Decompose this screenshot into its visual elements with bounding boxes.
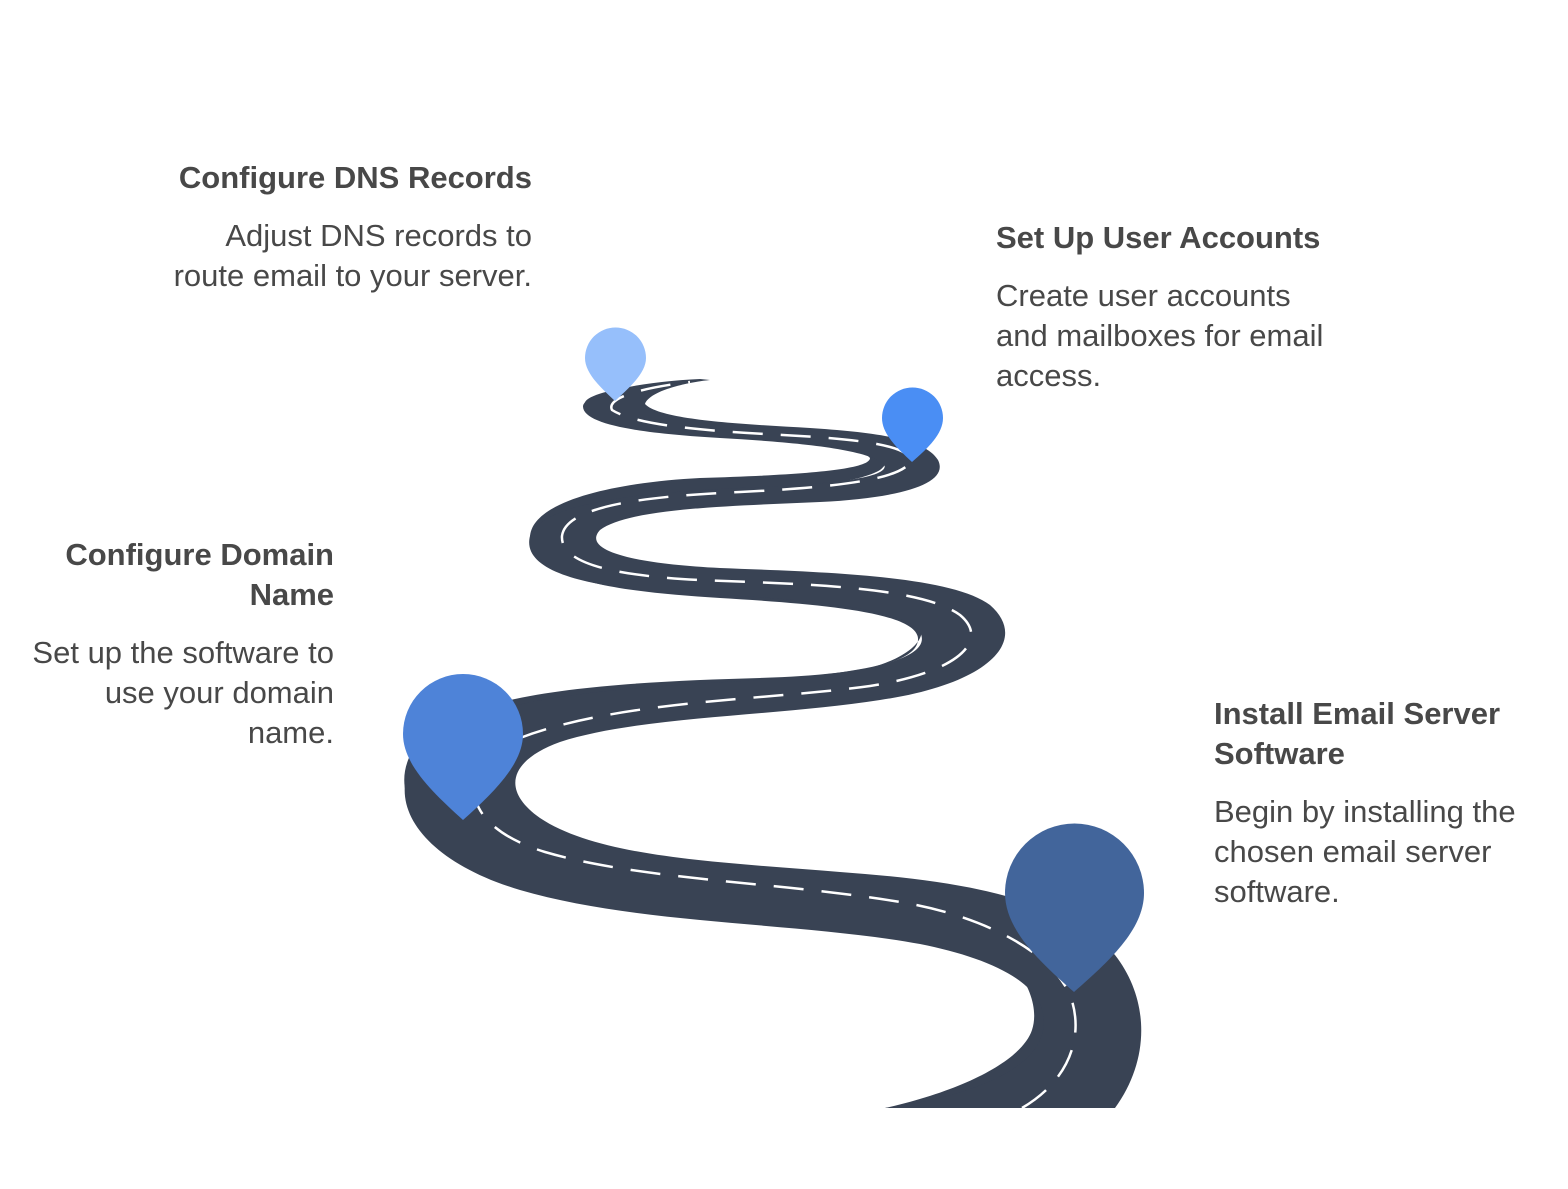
step-title: Install Email Server Software xyxy=(1214,696,1501,771)
road-center-line xyxy=(473,380,1077,1110)
step-title: Set Up User Accounts xyxy=(996,220,1321,255)
step-configure-domain-name: Configure Domain Name Set up the softwar… xyxy=(20,535,334,753)
road-outer-left xyxy=(404,379,1142,1108)
map-pin-icon xyxy=(1005,823,1144,992)
step-description: Adjust DNS records to route email to you… xyxy=(173,218,532,293)
pin-install-email-server-software xyxy=(1005,823,1144,992)
pin-configure-dns-records xyxy=(585,327,646,401)
step-install-email-server-software: Install Email Server Software Begin by i… xyxy=(1214,694,1544,912)
step-description: Create user accounts and mailboxes for e… xyxy=(996,278,1324,393)
pin-set-up-user-accounts xyxy=(882,387,943,462)
map-pin-icon xyxy=(882,387,943,462)
step-title: Configure Domain Name xyxy=(65,537,334,612)
map-pin-icon xyxy=(585,327,646,401)
map-pin-icon xyxy=(403,674,523,820)
step-configure-dns-records: Configure DNS Records Adjust DNS records… xyxy=(150,158,532,296)
step-title: Configure DNS Records xyxy=(178,160,532,195)
step-description: Begin by installing the chosen email ser… xyxy=(1214,794,1516,909)
pin-configure-domain-name xyxy=(403,674,523,820)
step-description: Set up the software to use your domain n… xyxy=(32,635,334,750)
step-set-up-user-accounts: Set Up User Accounts Create user account… xyxy=(996,218,1326,396)
